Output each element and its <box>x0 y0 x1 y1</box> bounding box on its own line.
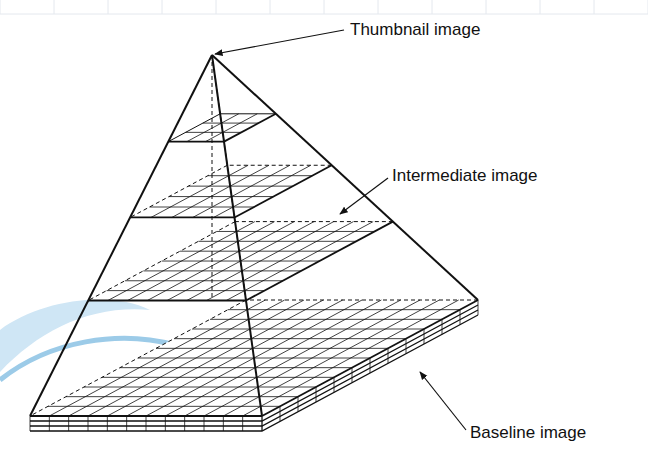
pyramid-stroke <box>406 339 407 354</box>
pyramid-stroke <box>184 416 185 431</box>
pyramid-stroke <box>262 416 263 431</box>
pyramid-stroke <box>228 309 460 310</box>
pyramid-stroke <box>193 165 290 217</box>
pyramid-stroke <box>243 300 459 416</box>
callout-label: Intermediate image <box>392 167 538 186</box>
pyramid-stroke <box>30 415 262 417</box>
callout-label: Thumbnail image <box>350 21 480 40</box>
pyramid-stroke <box>180 251 338 252</box>
pyramid-stroke <box>210 319 442 320</box>
pyramid-stroke <box>107 416 108 431</box>
pyramid-stroke <box>165 416 166 431</box>
pyramid-stroke <box>212 55 213 300</box>
leader-line <box>215 30 344 54</box>
pyramid-stroke <box>174 338 406 339</box>
pyramid <box>30 55 478 431</box>
pyramid-stroke <box>262 300 478 416</box>
pyramid-stroke <box>204 416 205 431</box>
pyramid-stroke <box>246 222 393 301</box>
pyramid-stroke <box>226 222 373 301</box>
background-grid <box>0 0 648 14</box>
pyramid-stroke <box>165 300 381 416</box>
pyramid-stroke <box>188 186 292 187</box>
leader-line <box>340 178 388 214</box>
pyramid-stroke <box>30 416 31 431</box>
pyramid-stroke <box>130 165 227 217</box>
pyramid-stroke <box>212 55 246 300</box>
pyramid-stroke <box>352 368 353 383</box>
pyramid-stroke <box>192 329 424 330</box>
pyramid-stroke <box>280 406 281 421</box>
pyramid-stroke <box>186 132 242 133</box>
pyramid-stroke <box>227 165 331 166</box>
pyramid-stroke <box>224 114 276 142</box>
pyramid-stroke <box>49 416 50 431</box>
pyramid-stroke <box>126 416 127 431</box>
pyramid-stroke <box>334 377 335 392</box>
pyramid-stroke <box>235 165 332 217</box>
pyramid-stroke <box>208 175 312 176</box>
pyramid-stroke <box>262 416 263 431</box>
pyramid-stroke <box>212 55 262 416</box>
pyramid-stroke <box>130 217 234 219</box>
leader-lines <box>215 30 466 430</box>
pyramid-stroke <box>198 241 356 242</box>
pyramid-stroke <box>156 348 388 349</box>
pyramid-stroke <box>388 348 389 363</box>
pyramid-stroke <box>204 300 420 416</box>
pyramid-stroke <box>424 329 425 344</box>
pyramid-stroke <box>223 416 224 431</box>
pyramid-stroke <box>316 387 317 402</box>
pyramid-stroke <box>203 123 259 124</box>
pyramid-stroke <box>88 416 89 431</box>
pyramid-stroke <box>150 207 254 208</box>
pyramid-stroke <box>246 300 478 301</box>
pyramid-stroke <box>68 416 69 431</box>
pyramid-stroke <box>242 416 243 431</box>
pyramid-stroke <box>187 222 334 301</box>
pyramid-stroke <box>88 300 246 302</box>
pyramid-stroke <box>172 165 269 217</box>
pyramid-stroke <box>88 222 235 301</box>
pyramid-stroke <box>169 196 273 197</box>
pyramid-stroke <box>217 231 375 232</box>
pyramid-stroke <box>30 300 246 416</box>
pyramid-stroke <box>207 222 354 301</box>
pyramid-stroke <box>223 300 439 416</box>
leader-line <box>420 372 466 430</box>
pyramid-stroke <box>478 300 479 315</box>
pyramid-stroke <box>220 113 276 114</box>
pyramid-stroke <box>146 416 147 431</box>
pyramid-stroke <box>370 358 371 373</box>
pyramid-stroke <box>298 397 299 412</box>
pyramid-stroke <box>168 141 224 143</box>
pyramid-stroke <box>442 319 443 334</box>
pyramid-stroke <box>30 55 212 416</box>
pyramid-stroke <box>460 310 461 325</box>
callout-label: Baseline image <box>470 424 586 443</box>
pyramid-stroke <box>235 221 393 222</box>
